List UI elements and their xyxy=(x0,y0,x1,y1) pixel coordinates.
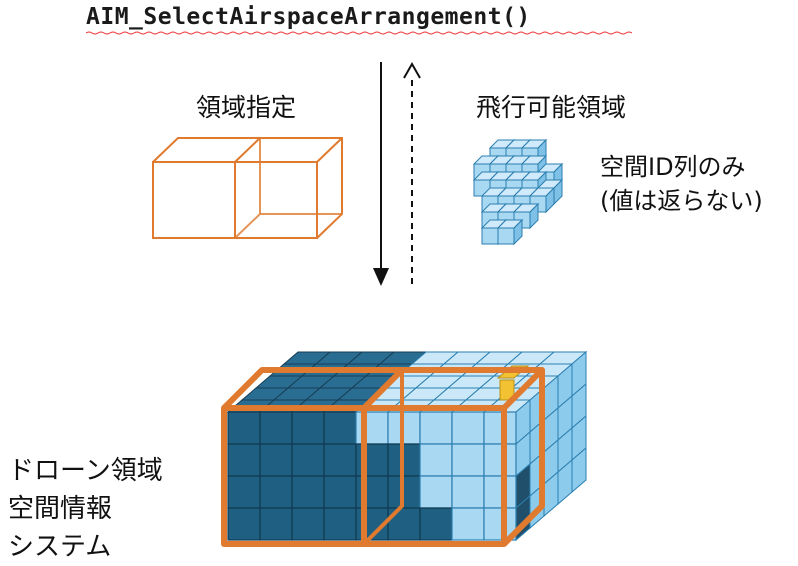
system-label-line-1: ドローン領域 xyxy=(8,456,163,486)
block-front-cell xyxy=(355,475,389,509)
system-label-line-2: 空間情報 xyxy=(8,494,113,524)
block-front-cell xyxy=(291,507,325,541)
result-note-line-2: (値は返らない) xyxy=(600,187,763,215)
block-front-cell xyxy=(227,507,261,541)
block-front-cell xyxy=(451,443,485,477)
airspace-block xyxy=(221,350,588,547)
block-front-cell xyxy=(451,411,485,445)
block-front-cell xyxy=(291,475,325,509)
block-front-cell xyxy=(291,411,325,445)
block-front-cell xyxy=(227,443,261,477)
block-front-cell xyxy=(227,475,261,509)
block-front-cell xyxy=(291,443,325,477)
block-front-cell xyxy=(419,443,453,477)
block-front-cell xyxy=(227,411,261,445)
block-front-cell xyxy=(483,475,517,509)
block-front-cell xyxy=(451,475,485,509)
block-front-cell xyxy=(323,443,357,477)
block-front-cell xyxy=(451,507,485,541)
block-front-cell xyxy=(259,411,293,445)
block-front-cell xyxy=(355,411,389,445)
request-region-icon xyxy=(152,137,343,239)
flyable-cube xyxy=(496,218,524,246)
block-front-cell xyxy=(419,411,453,445)
block-front-cell xyxy=(355,443,389,477)
highlight-cell-side xyxy=(499,379,515,401)
result-note-line-1: 空間ID列のみ xyxy=(600,153,746,181)
function-name: AIM_SelectAirspaceArrangement() xyxy=(86,4,531,30)
flyable-region-icon xyxy=(472,138,564,246)
request-label: 領域指定 xyxy=(196,93,297,122)
block-front-cell xyxy=(259,443,293,477)
block-front-cell xyxy=(483,411,517,445)
spellcheck-squiggle xyxy=(86,31,632,35)
block-front-cell xyxy=(323,507,357,541)
block-front-cell xyxy=(483,443,517,477)
block-front-cell xyxy=(259,507,293,541)
block-front-cell xyxy=(419,475,453,509)
result-note: 空間ID列のみ (値は返らない) xyxy=(600,150,763,218)
specified-region-outline xyxy=(221,367,545,547)
block-front-cell xyxy=(323,475,357,509)
block-front-cell xyxy=(259,475,293,509)
block-side-cell xyxy=(571,446,587,494)
block-front-cell xyxy=(419,507,453,541)
result-label: 飛行可能領域 xyxy=(476,93,627,122)
block-front-cell xyxy=(323,411,357,445)
